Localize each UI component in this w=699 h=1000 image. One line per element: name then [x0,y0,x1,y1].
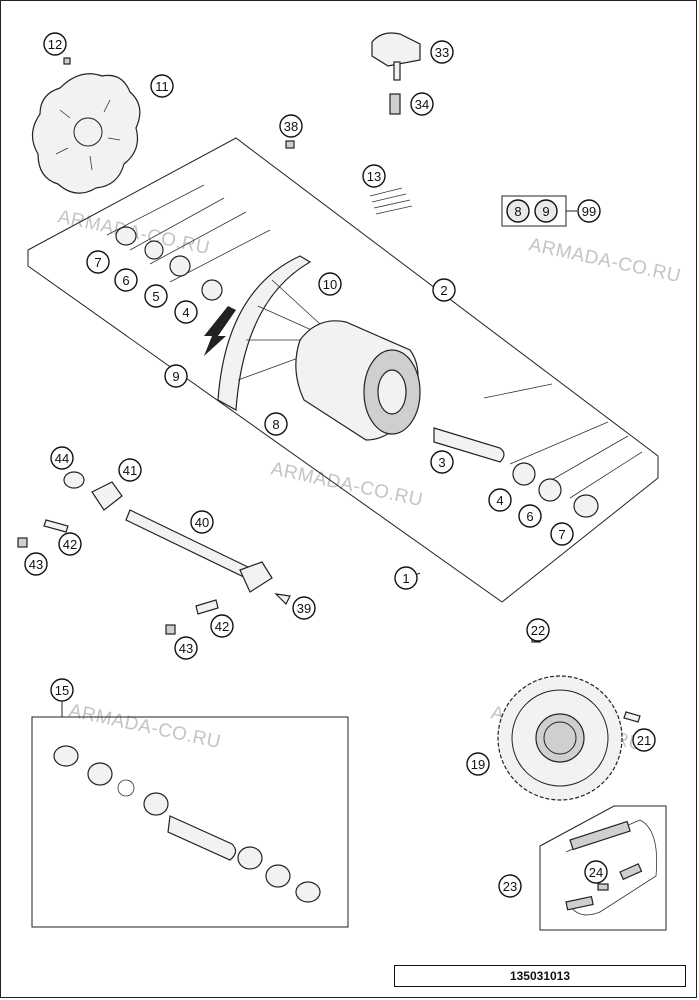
axle-parts [17,471,291,635]
callout-label: 2 [440,283,447,298]
callout-label: 34 [415,97,429,112]
callout-24: 24 [584,860,608,884]
callout-9: 9 [164,364,188,388]
chain-box [539,805,667,931]
callout-4: 4 [174,300,198,324]
callout-99: 99 [577,199,601,223]
callout-label: 23 [503,879,517,894]
callout-label: 3 [438,455,445,470]
diagram-code: 135031013 [394,965,686,987]
watermark-3: ARMADA-CO.RU [269,458,425,511]
callout-label: 15 [55,683,69,698]
callout-42: 42 [58,532,82,556]
callout-6: 6 [114,268,138,292]
rotation-arrow [204,306,236,356]
callout-label: 9 [172,369,179,384]
callout-15: 15 [50,678,74,702]
callout-7: 7 [550,522,574,546]
callout-label: 22 [531,623,545,638]
callout-11: 11 [150,74,174,98]
callout-label: 41 [123,463,137,478]
wheel-assembly-box [27,137,659,603]
callout-10: 10 [318,272,342,296]
callout-label: 99 [582,204,596,219]
callout-21: 21 [632,728,656,752]
callout-label: 42 [215,619,229,634]
rear-sprocket [497,633,641,801]
callout-9: 9 [534,199,558,223]
tool-kit-box [31,702,349,928]
callout-label: 6 [526,509,533,524]
callout-2: 2 [432,278,456,302]
callout-label: 44 [55,451,69,466]
callout-label: 40 [195,515,209,530]
left-bearings [115,226,223,301]
callout-label: 8 [514,204,521,219]
callout-label: 33 [435,45,449,60]
callout-43: 43 [24,552,48,576]
callout-label: 43 [179,641,193,656]
callout-label: 7 [94,255,101,270]
callout-label: 38 [284,119,298,134]
wheel-hub [295,320,421,441]
callout-label: 5 [152,289,159,304]
callout-38: 38 [279,114,303,138]
part-13-spokes [369,187,413,215]
callout-6: 6 [518,504,542,528]
callout-13: 13 [362,164,386,188]
callout-19: 19 [466,752,490,776]
callout-7: 7 [86,250,110,274]
callout-label: 6 [122,273,129,288]
callout-39: 39 [292,596,316,620]
callout-8: 8 [506,199,530,223]
callout-40: 40 [190,510,214,534]
callout-label: 4 [496,493,503,508]
callout-44: 44 [50,446,74,470]
callout-41: 41 [118,458,142,482]
brake-disc [31,57,141,194]
callout-label: 7 [558,527,565,542]
right-bearings [512,462,599,518]
tool-33 [371,32,421,115]
callout-label: 12 [48,37,62,52]
wheel-rim [217,255,321,411]
callout-label: 10 [323,277,337,292]
callout-label: 8 [272,417,279,432]
callout-23: 23 [498,874,522,898]
callout-label: 21 [637,733,651,748]
callout-5: 5 [144,284,168,308]
callout-22: 22 [526,618,550,642]
callout-label: 24 [589,865,603,880]
watermark-2: ARMADA-CO.RU [527,234,683,287]
callout-label: 1 [402,571,409,586]
callout-1: 1 [394,566,418,590]
watermark-4: ARMADA-CO.RU [67,700,223,753]
callout-label: 9 [542,204,549,219]
callout-4: 4 [488,488,512,512]
callout-42: 42 [210,614,234,638]
callout-33: 33 [430,40,454,64]
callout-34: 34 [410,92,434,116]
callout-3: 3 [430,450,454,474]
callout-label: 43 [29,557,43,572]
callout-12: 12 [43,32,67,56]
callout-label: 11 [155,79,169,94]
callout-label: 13 [367,169,381,184]
callout-label: 39 [297,601,311,616]
callout-label: 19 [471,757,485,772]
spacer-3 [433,427,505,463]
callout-label: 4 [182,305,189,320]
callout-8: 8 [264,412,288,436]
callout-label: 42 [63,537,77,552]
part-38 [285,140,295,149]
callout-43: 43 [174,636,198,660]
